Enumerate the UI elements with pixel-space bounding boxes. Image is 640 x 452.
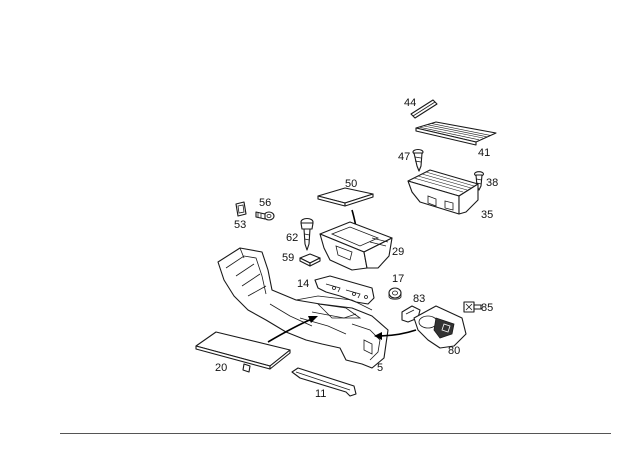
- part-50-lid: [317, 187, 374, 207]
- callout-20: 20: [215, 362, 228, 374]
- part-59-bracket: [299, 253, 321, 267]
- callout-80: 80: [448, 345, 461, 357]
- callout-62: 62: [286, 232, 299, 244]
- part-85-screw: [463, 301, 482, 313]
- callout-17: 17: [392, 273, 405, 285]
- arrow-20-to-console: [267, 316, 318, 343]
- part-44-trim-strip: [410, 99, 438, 119]
- part-80-bezel: [413, 305, 467, 349]
- part-20-cover-panel: [195, 331, 291, 373]
- part-47-screw: [412, 148, 424, 172]
- callout-44: 44: [404, 97, 417, 109]
- part-62-screw: [300, 217, 314, 251]
- part-14-bracket-rail: [314, 275, 375, 305]
- part-35-storage-tray: [407, 169, 479, 215]
- callout-14: 14: [297, 278, 310, 290]
- callout-83: 83: [413, 293, 426, 305]
- part-17-grommet: [388, 287, 402, 300]
- part-11-rail-strip: [291, 367, 357, 397]
- part-56-clip: [255, 211, 275, 221]
- part-53-bracket: [235, 201, 247, 217]
- callout-5: 5: [377, 362, 384, 374]
- part-29-bin: [319, 221, 393, 271]
- callout-47: 47: [398, 151, 411, 163]
- part-5-center-console: [217, 247, 389, 369]
- callout-85: 85: [481, 302, 494, 314]
- callout-56: 56: [259, 197, 272, 209]
- part-41-ribbed-insert: [415, 121, 497, 146]
- callout-59: 59: [282, 252, 295, 264]
- callout-41: 41: [478, 147, 491, 159]
- callout-50: 50: [345, 178, 358, 190]
- callout-38: 38: [486, 177, 499, 189]
- callout-11: 11: [315, 388, 327, 400]
- callout-53: 53: [234, 219, 247, 231]
- callout-35: 35: [481, 209, 494, 221]
- callout-29: 29: [392, 246, 405, 258]
- footer-divider: [60, 433, 611, 434]
- arrow-80-to-console: [374, 329, 417, 340]
